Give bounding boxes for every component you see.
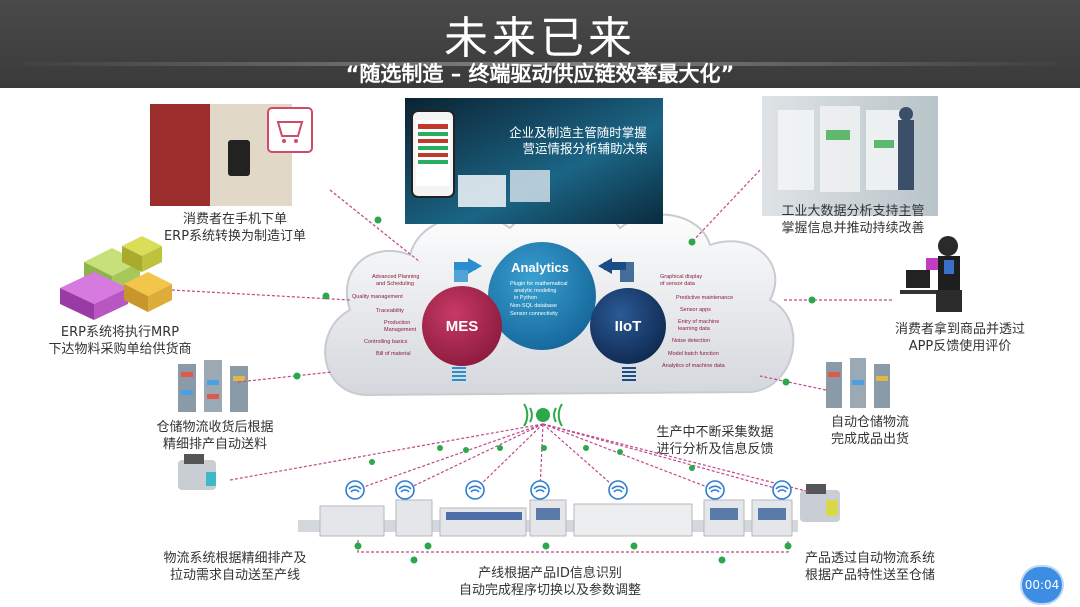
top-image-caption-line2: 营运情报分析辅助决策	[522, 141, 648, 156]
label-line: 消费者在手机下单	[182, 212, 287, 227]
iiot-points: Graphical display of sensor data Predict…	[660, 274, 733, 369]
analytics-circle	[488, 242, 596, 350]
label-logistics-line: 物流系统根据精细排产及 拉动需求自动送至产线	[150, 550, 320, 584]
agv-left	[178, 454, 216, 490]
label-line: 仓储物流收货后根据	[156, 420, 274, 435]
production-line	[298, 499, 798, 537]
mes-point: Production	[384, 320, 410, 326]
wifi-icon-5	[608, 480, 628, 500]
iiot-point: Graphical display	[660, 274, 702, 280]
mes-point: Controlling basics	[364, 339, 408, 345]
big-data-wall-photo	[762, 96, 938, 216]
label-line-id: 产线根据产品ID信息识别 自动完成程序切换以及参数调整	[445, 565, 655, 599]
label-line: 自动完成程序切换以及参数调整	[458, 583, 641, 598]
consumer-laptop-photo	[900, 236, 962, 312]
analytics-title: Analytics	[511, 260, 569, 275]
iiot-point: Model batch function	[668, 351, 719, 357]
label-consumer-feedback: 消费者拿到商品并透过 APP反馈使用评价	[880, 321, 1040, 355]
analytics-point: Non-SQL database	[510, 303, 557, 309]
label-line: 精细排产自动送料	[162, 437, 267, 452]
label-line: 自动仓储物流	[830, 415, 909, 430]
top-image-caption-line1: 企业及制造主管随时掌握	[509, 125, 647, 140]
wifi-icon-1	[345, 480, 365, 500]
wifi-icons	[345, 480, 792, 500]
header-bar: 未来已来 “随选制造 – 终端驱动供应链效率最大化”	[0, 0, 1080, 88]
label-consumer-order: 消费者在手机下单 ERP系统转换为制造订单	[150, 211, 320, 245]
label-product-storage: 产品透过自动物流系统 根据产品特性送至仓储	[790, 550, 950, 584]
mes-point: Management	[384, 327, 417, 333]
label-collect-data: 生产中不断采集数据 进行分析及信息反馈	[640, 424, 790, 458]
analytics-point: Plugin for mathematical	[510, 281, 567, 287]
mes-points: Advanced Planning and Scheduling Quality…	[352, 274, 419, 357]
analytics-points: Plugin for mathematical analytic modelin…	[510, 281, 567, 317]
mes-stripes	[452, 367, 466, 381]
label-line: ERP系统将执行MRP	[60, 325, 180, 340]
wifi-icon-3	[465, 480, 485, 500]
label-line: 消费者拿到商品并透过	[894, 322, 1025, 337]
label-line: 产线根据产品ID信息识别	[478, 566, 622, 581]
page-title: 未来已来	[444, 13, 636, 64]
iiot-point: Predictive maintenance	[676, 295, 733, 301]
analytics-point: Sensor connectivity	[510, 311, 558, 317]
iiot-title: IIoT	[615, 318, 642, 335]
label-line: 生产中不断采集数据	[656, 425, 774, 440]
iiot-to-analytics-arrow	[598, 258, 634, 282]
label-warehouse-receive: 仓储物流收货后根据 精细排产自动送料	[150, 419, 280, 453]
iiot-stripes	[622, 367, 636, 381]
label-line: 完成成品出货	[830, 432, 909, 447]
label-line: 物流系统根据精细排产及	[163, 551, 307, 566]
label-auto-warehouse: 自动仓储物流 完成成品出货	[820, 414, 920, 448]
iiot-point: Analytics of machine data	[662, 363, 726, 369]
iiot-point: of sensor data	[660, 281, 696, 287]
shopping-photo	[150, 104, 313, 206]
mes-point: and Scheduling	[376, 281, 414, 287]
top-dashboard-image	[405, 98, 663, 224]
label-line: 产品透过自动物流系统	[804, 551, 935, 566]
iiot-circle	[590, 288, 666, 364]
label-line: ERP系统转换为制造订单	[163, 229, 307, 244]
label-erp-mrp: ERP系统将执行MRP 下达物料采购单给供货商	[40, 324, 200, 358]
signal-tower-icon	[523, 403, 563, 427]
label-line: 根据产品特性送至仓储	[804, 568, 935, 583]
mes-point: Bill of material	[376, 351, 411, 357]
label-line: 掌握信息并推动持续改善	[781, 221, 925, 236]
warehouse-racks-right	[826, 358, 890, 408]
playback-timer[interactable]: 00:04	[1022, 567, 1062, 603]
page-subtitle: “随选制造 – 终端驱动供应链效率最大化”	[345, 62, 735, 86]
iiot-point: Sensor apps	[680, 307, 711, 313]
header-divider	[0, 62, 1080, 66]
iiot-point: learning data	[678, 326, 711, 332]
label-line: 进行分析及信息反馈	[656, 442, 774, 457]
mes-title: MES	[446, 318, 479, 335]
label-line: 下达物料采购单给供货商	[48, 342, 192, 357]
link-dots	[293, 216, 816, 564]
factory-illustration	[60, 236, 172, 320]
analytics-point: in Python	[514, 295, 537, 301]
mes-point: Quality management	[352, 294, 403, 300]
wifi-icon-7	[772, 480, 792, 500]
wifi-icon-4	[530, 480, 550, 500]
wifi-icon-6	[705, 480, 725, 500]
iiot-point: Noise detection	[672, 338, 710, 344]
warehouse-racks-left	[178, 360, 248, 412]
label-line: APP反馈使用评价	[908, 339, 1012, 354]
agv-right	[800, 484, 840, 522]
label-line: 拉动需求自动送至产线	[169, 568, 300, 583]
label-big-data: 工业大数据分析支持主管 掌握信息并推动持续改善	[768, 203, 938, 237]
iiot-point: Entry of machine	[678, 319, 719, 325]
mes-point: Traceability	[376, 308, 404, 314]
mes-point: Advanced Planning	[372, 274, 419, 280]
label-line: 工业大数据分析支持主管	[781, 204, 925, 219]
analytics-point: analytic modeling	[514, 288, 557, 294]
mes-to-analytics-arrow	[454, 258, 482, 282]
mes-circle	[422, 286, 502, 366]
wifi-icon-2	[395, 480, 415, 500]
